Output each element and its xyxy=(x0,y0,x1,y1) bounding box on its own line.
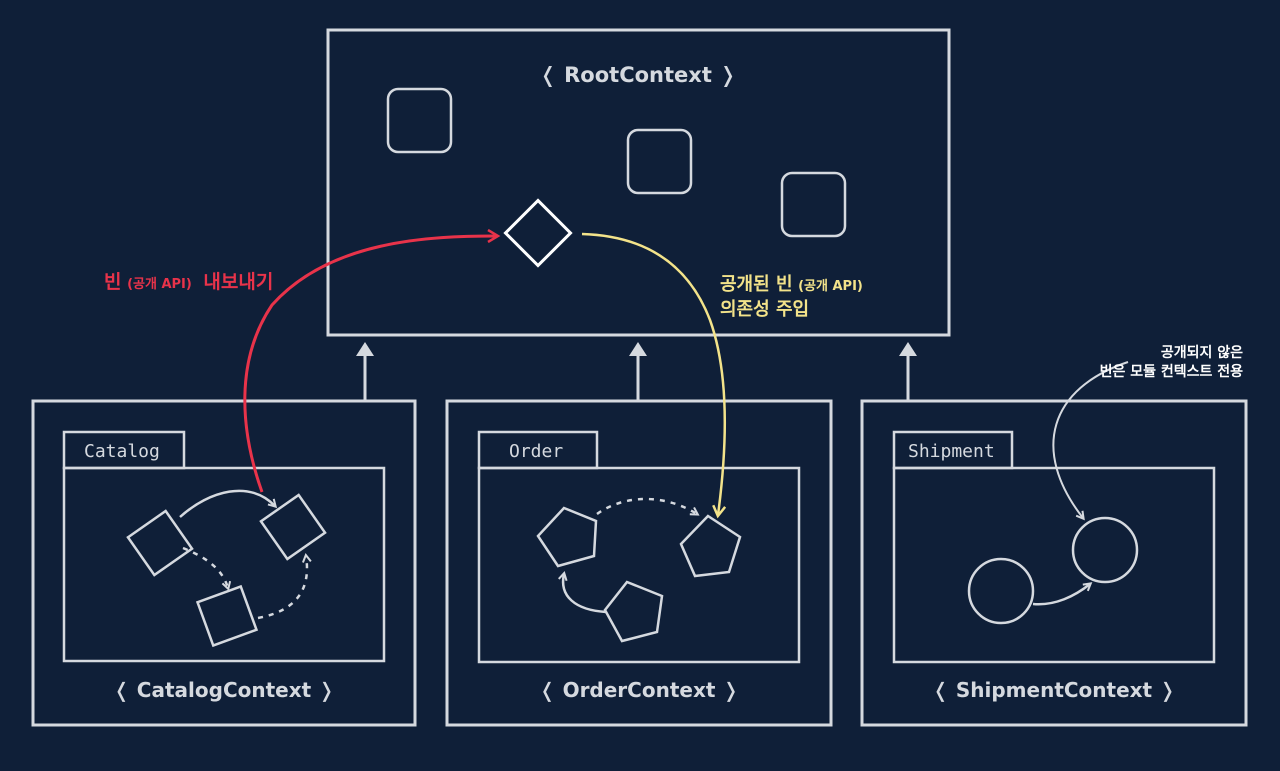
shipment-bean xyxy=(967,557,1035,625)
shipment-context-box xyxy=(860,399,1248,727)
root-bean xyxy=(780,171,847,238)
export-label: 빈 (공개 API) 내보내기 xyxy=(104,271,273,293)
order-context-title: ❬ OrderContext ❭ xyxy=(539,678,739,702)
inject-flow: 공개된 빈 (공개 API) 의존성 주입 xyxy=(581,232,863,515)
export-flow: 빈 (공개 API) 내보내기 xyxy=(104,236,497,493)
inject-label-line1: 공개된 빈 (공개 API) xyxy=(720,274,863,295)
shipment-tab-label: Shipment xyxy=(908,441,995,462)
export-arrow xyxy=(243,236,497,493)
root-context: ❬ RootContext ❭ xyxy=(326,28,951,337)
shipment-context-title: ❬ ShipmentContext ❭ xyxy=(932,678,1176,702)
private-note-line2: 빈은 모듈 컨텍스트 전용 xyxy=(1100,363,1244,380)
private-note-line1: 공개되지 않은 xyxy=(1161,344,1243,361)
parent-arrows xyxy=(356,342,917,400)
arrowhead-icon xyxy=(629,342,647,356)
catalog-folder xyxy=(62,466,386,663)
inject-label-small: (공개 API) xyxy=(798,279,863,294)
order-folder xyxy=(477,466,801,664)
catalog-bean xyxy=(126,509,194,577)
root-context-box xyxy=(326,28,951,337)
arrowhead-icon xyxy=(356,342,374,356)
order-context: Order ❬ OrderContext ❭ xyxy=(445,399,833,727)
order-bean xyxy=(679,514,742,578)
order-bean xyxy=(536,506,598,568)
catalog-context-title: ❬ CatalogContext ❭ xyxy=(113,678,335,702)
catalog-bean xyxy=(195,584,259,648)
order-dependency-arrow xyxy=(596,497,697,514)
export-label-main: 빈 xyxy=(104,271,121,293)
catalog-context-box xyxy=(31,399,417,727)
arrowhead-icon xyxy=(899,342,917,356)
root-context-title: ❬ RootContext ❭ xyxy=(539,63,737,88)
catalog-dependency-arrow xyxy=(257,556,307,620)
catalog-bean xyxy=(259,493,327,561)
catalog-tab-label: Catalog xyxy=(84,441,160,462)
order-context-box xyxy=(445,399,833,727)
order-tab-label: Order xyxy=(509,441,563,462)
export-label-tail: 내보내기 xyxy=(203,271,273,293)
shipment-bean xyxy=(1071,516,1139,584)
inject-label-main: 공개된 빈 xyxy=(720,274,793,295)
exported-bean-diamond xyxy=(503,198,573,268)
export-label-small: (공개 API) xyxy=(127,277,192,292)
catalog-dependency-arrow xyxy=(179,489,275,518)
order-dependency-arrow xyxy=(563,574,607,614)
root-bean xyxy=(386,87,453,154)
shipment-context: Shipment ❬ ShipmentContext ❭ 공개되지 않은 빈은 … xyxy=(860,344,1248,727)
inject-label-line2: 의존성 주입 xyxy=(720,298,809,320)
private-note-arrow xyxy=(1052,361,1129,518)
catalog-dependency-arrow xyxy=(182,546,228,588)
inject-arrow xyxy=(581,232,725,515)
root-bean xyxy=(626,128,693,195)
shipment-folder xyxy=(892,466,1216,664)
catalog-context: Catalog ❬ CatalogContext ❭ xyxy=(31,399,417,727)
order-bean xyxy=(603,580,664,643)
shipment-dependency-arrow xyxy=(1032,584,1090,606)
